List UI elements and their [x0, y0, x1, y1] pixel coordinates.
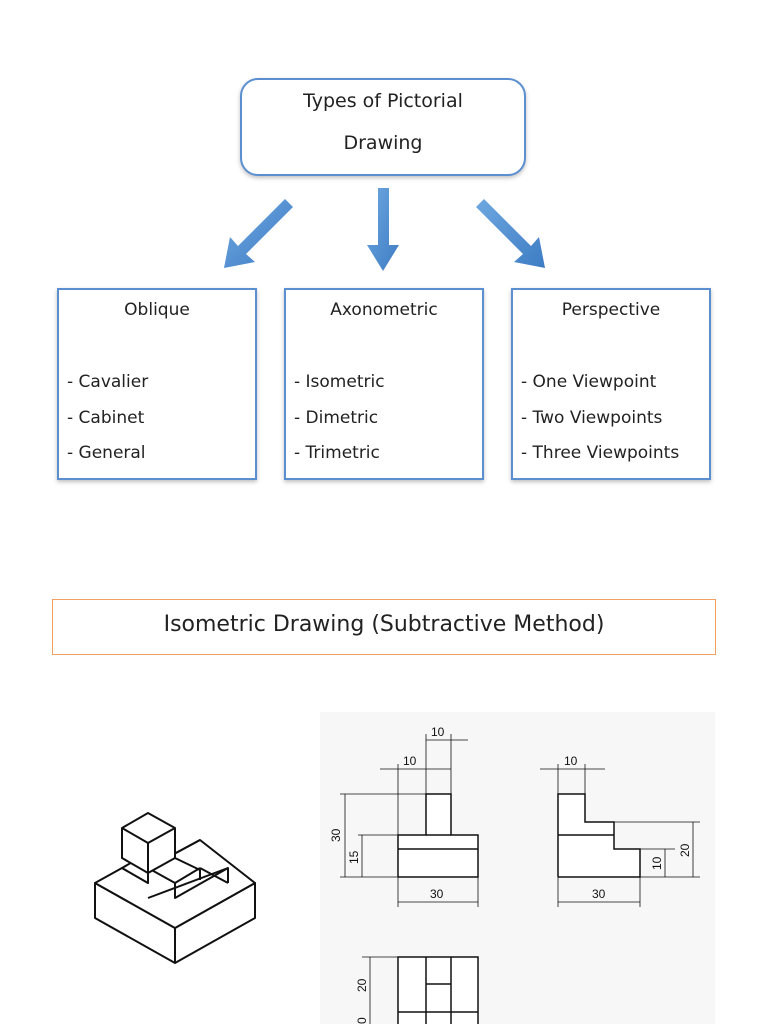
- branch-arrows: [224, 188, 545, 271]
- root-title-line2: Drawing: [343, 132, 423, 154]
- arrow-left-icon: [224, 199, 293, 268]
- type-title: Axonometric: [330, 300, 438, 320]
- dim-top-depth: 20: [355, 978, 369, 992]
- dim-side-step: 10: [650, 856, 664, 870]
- dim-top-partial: 0: [355, 1017, 369, 1024]
- dim-side-height: 20: [678, 843, 692, 857]
- diagram-root-box: [240, 78, 526, 176]
- dim-front-height: 30: [329, 828, 343, 842]
- top-view: [397, 956, 479, 1024]
- type-item: - Dimetric: [294, 408, 379, 428]
- type-box-oblique: Oblique - Cavalier - Cabinet - General: [57, 288, 257, 480]
- orthographic-views: 10 10 30 15 30 10 10 20 30 20 0: [320, 712, 715, 1024]
- type-title: Perspective: [561, 300, 661, 320]
- isometric-drawing: [94, 812, 256, 964]
- type-box-perspective: Perspective - One Viewpoint - Two Viewpo…: [511, 288, 711, 480]
- arrow-down-icon: [367, 188, 399, 271]
- type-item: - Cavalier: [67, 372, 149, 392]
- dim-front-top-offset: 10: [403, 754, 417, 768]
- dim-side-width: 30: [592, 887, 606, 901]
- type-item: - Cabinet: [67, 408, 145, 428]
- type-item: - One Viewpoint: [521, 372, 657, 392]
- method-title-box: Isometric Drawing (Subtractive Method): [52, 599, 716, 655]
- dim-front-width: 30: [430, 887, 444, 901]
- dim-front-top-width: 10: [431, 725, 445, 739]
- dim-side-top-width: 10: [564, 754, 578, 768]
- root-title-line1: Types of Pictorial: [303, 90, 463, 112]
- dim-front-base-height: 15: [347, 850, 361, 864]
- type-item: - Trimetric: [294, 443, 380, 463]
- type-title: Oblique: [124, 300, 190, 320]
- type-item: - General: [67, 443, 146, 463]
- type-item: - Three Viewpoints: [521, 443, 680, 463]
- method-title: Isometric Drawing (Subtractive Method): [163, 612, 605, 637]
- type-box-axonometric: Axonometric - Isometric - Dimetric - Tri…: [284, 288, 484, 480]
- arrow-right-icon: [476, 199, 545, 268]
- type-item: - Isometric: [294, 372, 385, 392]
- type-item: - Two Viewpoints: [521, 408, 663, 428]
